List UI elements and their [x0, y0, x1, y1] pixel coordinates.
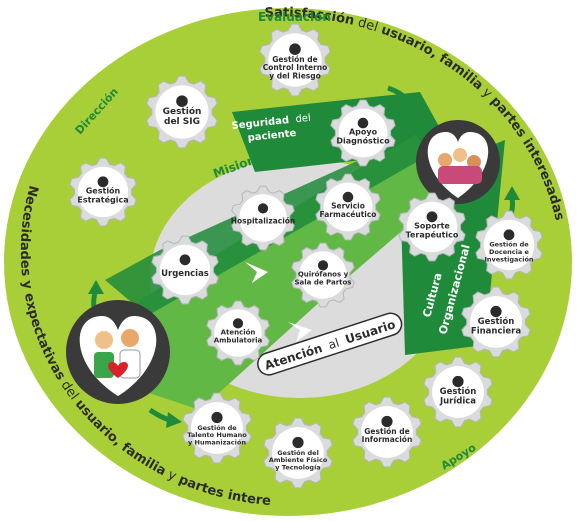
- gear-face: [77, 166, 129, 218]
- gear-label-line: y Humanización: [188, 438, 246, 446]
- gear-label-line: Ambulatoria: [214, 336, 263, 344]
- gear-label-line: Soporte: [414, 222, 450, 231]
- gear-face: [214, 309, 262, 357]
- process-icon: [211, 411, 223, 424]
- gear-label-line: Hospitalización: [231, 216, 296, 225]
- gear-label-line: Financiera: [471, 326, 521, 336]
- process-icon: [289, 43, 301, 55]
- process-icon: [426, 211, 438, 223]
- chevron-1: [245, 262, 268, 283]
- gear-face: [406, 201, 458, 253]
- gear-face: [272, 427, 324, 479]
- gear-label-line: Información: [362, 435, 413, 444]
- heart-badge-top: [416, 120, 500, 204]
- gear-face: [268, 33, 322, 87]
- process-icon: [97, 176, 109, 188]
- gear-face: [239, 194, 287, 242]
- process-icon: [232, 318, 244, 329]
- gear-label-line: Gestión de: [489, 241, 529, 249]
- process-icon: [452, 375, 464, 388]
- gear-face: [159, 244, 211, 296]
- gear-label-line: y Tecnología: [275, 463, 320, 471]
- gear-label-line: Docencia e: [489, 248, 529, 256]
- gear-label-line: Gestión del: [277, 449, 319, 457]
- gear-label-line: Gestión: [86, 186, 121, 196]
- gear-label-line: Gestión de: [364, 427, 409, 436]
- gear-face: [432, 366, 484, 418]
- process-icon: [176, 95, 188, 107]
- evaluacion-label: Evaluación: [258, 10, 331, 24]
- chevron-2: [288, 322, 312, 342]
- gear-label-line: Apoyo: [349, 128, 378, 137]
- atencion-banner: Atención al Usuario: [257, 312, 403, 376]
- process-icon: [179, 254, 191, 266]
- gear-label-line: Jurídica: [439, 396, 476, 406]
- gear-label-line: Quirófanos y: [298, 271, 349, 279]
- gear-label-line: Atención: [221, 329, 256, 337]
- gear-hospitalizacion: Hospitalización: [231, 185, 296, 251]
- flow-arrow-right-head: [504, 186, 520, 200]
- gear-label-line: Estratégica: [77, 195, 128, 205]
- process-icon: [257, 203, 269, 214]
- process-icon: [317, 260, 329, 271]
- heart-badge-bottom: [66, 300, 170, 404]
- gear-face: [338, 108, 388, 158]
- gear-label-line: Control Interno: [263, 63, 328, 72]
- gear-label-line: del SIG: [164, 117, 200, 127]
- gear-label-line: Gestión de: [272, 55, 317, 64]
- gear-label-line: Servicio: [331, 202, 365, 211]
- gear-label-line: Ambiente Físico: [269, 456, 328, 464]
- flow-arrow-left-head: [88, 280, 104, 294]
- gear-label-line: Talento Humano: [187, 431, 247, 439]
- process-icon: [342, 191, 354, 203]
- gear-face: [361, 406, 413, 458]
- gear-face: [155, 85, 209, 139]
- gear-face: [323, 182, 373, 232]
- gear-label-line: Gestión: [440, 386, 477, 397]
- gear-urgencias: Urgencias: [151, 235, 219, 305]
- process-icon: [503, 229, 515, 241]
- gear-label-line: Gestión: [478, 316, 515, 327]
- gear-label-line: Investigación: [484, 255, 533, 263]
- gear-label-line: Sala de Partos: [295, 278, 352, 286]
- flow-arrow-bottom-head: [166, 412, 182, 428]
- process-icon: [490, 305, 502, 318]
- process-icon: [292, 436, 304, 449]
- gear-face: [299, 251, 347, 299]
- gear-label-line: Terapéutico: [406, 230, 459, 240]
- gear-face: [191, 402, 243, 454]
- gear-label-line: Diagnóstico: [336, 136, 390, 146]
- gear-label-line: Farmacéutico: [320, 210, 377, 219]
- flow-arrow-top-head: [400, 92, 416, 108]
- seguridad-text-3: paciente: [247, 128, 297, 144]
- gear-face: [470, 296, 522, 348]
- gear-label-line: Gestión de: [197, 424, 237, 432]
- process-icon: [357, 117, 369, 129]
- gear-label-line: Gestión: [163, 106, 202, 117]
- gear-label-line: Urgencias: [161, 269, 209, 279]
- process-icon: [381, 415, 393, 428]
- gear-face: [483, 219, 535, 271]
- gear-label-line: y del Riesgo: [269, 72, 321, 81]
- seguridad-text-2: del: [295, 113, 311, 126]
